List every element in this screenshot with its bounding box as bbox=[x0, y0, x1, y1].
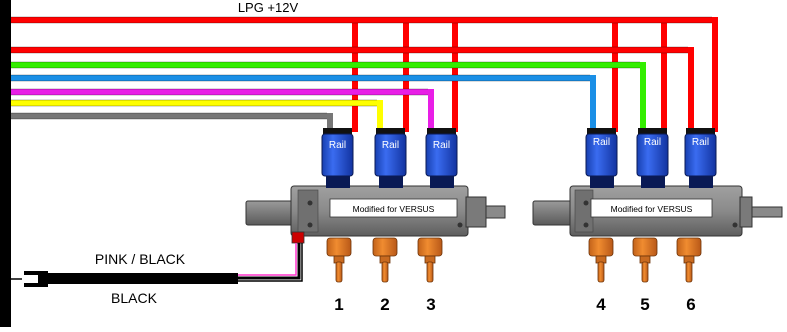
lpg-supply-label: LPG +12V bbox=[238, 0, 299, 15]
wire-lpg-12v bbox=[11, 17, 718, 132]
manifold-left-inlet-pipe bbox=[245, 200, 295, 226]
wire-yellow-inj2 bbox=[11, 100, 383, 132]
pink-black-label: PINK / BLACK bbox=[95, 251, 186, 267]
nozzle-6 bbox=[676, 237, 702, 283]
plate-right bbox=[590, 198, 713, 218]
supply-wires bbox=[11, 17, 718, 132]
manifold-right-outlet-pipe bbox=[751, 206, 783, 218]
map-sensor-cable: PINK / BLACK BLACK bbox=[11, 231, 305, 306]
injector-number-4: 4 bbox=[596, 295, 606, 314]
nozzle-2 bbox=[372, 237, 398, 283]
rail-label-1: Rail bbox=[329, 140, 346, 151]
manifold-right-end-cap bbox=[739, 196, 753, 228]
wire-green-inj5 bbox=[11, 62, 646, 132]
wire-gray-inj1 bbox=[11, 113, 333, 132]
plate-left bbox=[329, 198, 458, 218]
injector-numbers: 1 2 3 4 5 6 bbox=[334, 295, 695, 314]
rail-injector-4: Rail bbox=[585, 128, 618, 188]
nozzle-5 bbox=[632, 237, 658, 283]
cable-connector bbox=[291, 231, 305, 244]
black-label: BLACK bbox=[111, 290, 158, 306]
cable-sheath bbox=[48, 273, 238, 284]
manifold-right-inlet-pipe bbox=[532, 200, 574, 226]
rail-injector-3: Rail bbox=[425, 128, 458, 188]
wire-blue-inj4 bbox=[11, 75, 596, 132]
nozzle-1 bbox=[326, 237, 352, 283]
rail-injector-2: Rail bbox=[374, 128, 407, 188]
manifold-left-end-cap bbox=[465, 196, 487, 228]
manifold-right: Modified for VERSUS bbox=[532, 185, 783, 237]
injector-number-6: 6 bbox=[686, 295, 695, 314]
injector-number-1: 1 bbox=[334, 295, 343, 314]
wire-red-inj6 bbox=[11, 47, 694, 132]
ecu-edge-bar bbox=[0, 0, 11, 327]
nozzles bbox=[326, 237, 702, 283]
rail-label-2: Rail bbox=[382, 140, 399, 151]
plate-right-label: Modified for VERSUS bbox=[611, 204, 693, 214]
plate-left-label: Modified for VERSUS bbox=[353, 204, 435, 214]
rail-label-4: Rail bbox=[593, 137, 610, 148]
rail-injector-6: Rail bbox=[684, 128, 717, 188]
rail-injector-1: Rail bbox=[321, 128, 354, 188]
injector-number-3: 3 bbox=[426, 295, 435, 314]
wire-magenta-inj3 bbox=[11, 89, 434, 132]
injector-rails: Rail Rail Rail Rail Rail bbox=[321, 128, 717, 188]
nozzle-3 bbox=[417, 237, 443, 283]
wire-outlines bbox=[11, 16, 712, 120]
manifold-left-outlet-pipe bbox=[485, 205, 506, 219]
nozzle-4 bbox=[588, 237, 614, 283]
injector-number-5: 5 bbox=[640, 295, 649, 314]
rail-injector-5: Rail bbox=[636, 128, 669, 188]
rail-label-5: Rail bbox=[644, 137, 661, 148]
injector-number-2: 2 bbox=[380, 295, 389, 314]
rail-label-3: Rail bbox=[433, 140, 450, 151]
manifold-left: Modified for VERSUS bbox=[245, 185, 506, 237]
rail-label-6: Rail bbox=[692, 137, 709, 148]
